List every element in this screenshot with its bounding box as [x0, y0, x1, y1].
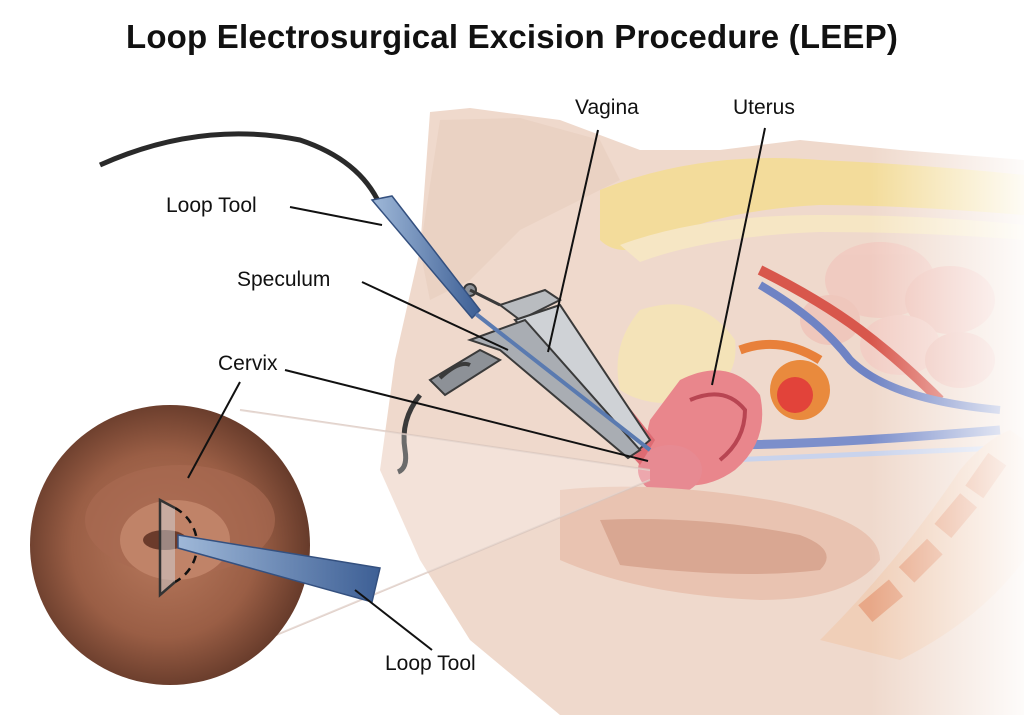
label-loop-tool-bottom: Loop Tool — [385, 652, 476, 675]
label-uterus: Uterus — [733, 96, 795, 119]
label-speculum: Speculum — [237, 268, 331, 291]
label-loop-tool-top: Loop Tool — [166, 194, 257, 217]
label-cervix: Cervix — [218, 352, 278, 375]
leader-loop-tool-bottom — [354, 589, 433, 651]
leader-cervix-main — [284, 369, 649, 462]
leader-uterus — [711, 127, 766, 386]
leader-speculum — [361, 281, 509, 351]
label-vagina: Vagina — [575, 96, 639, 119]
leader-loop-tool-top — [289, 206, 383, 226]
leader-cervix-inset — [187, 381, 241, 479]
page-title: Loop Electrosurgical Excision Procedure … — [125, 18, 899, 55]
leader-lines — [187, 127, 766, 651]
leader-vagina — [547, 129, 599, 353]
